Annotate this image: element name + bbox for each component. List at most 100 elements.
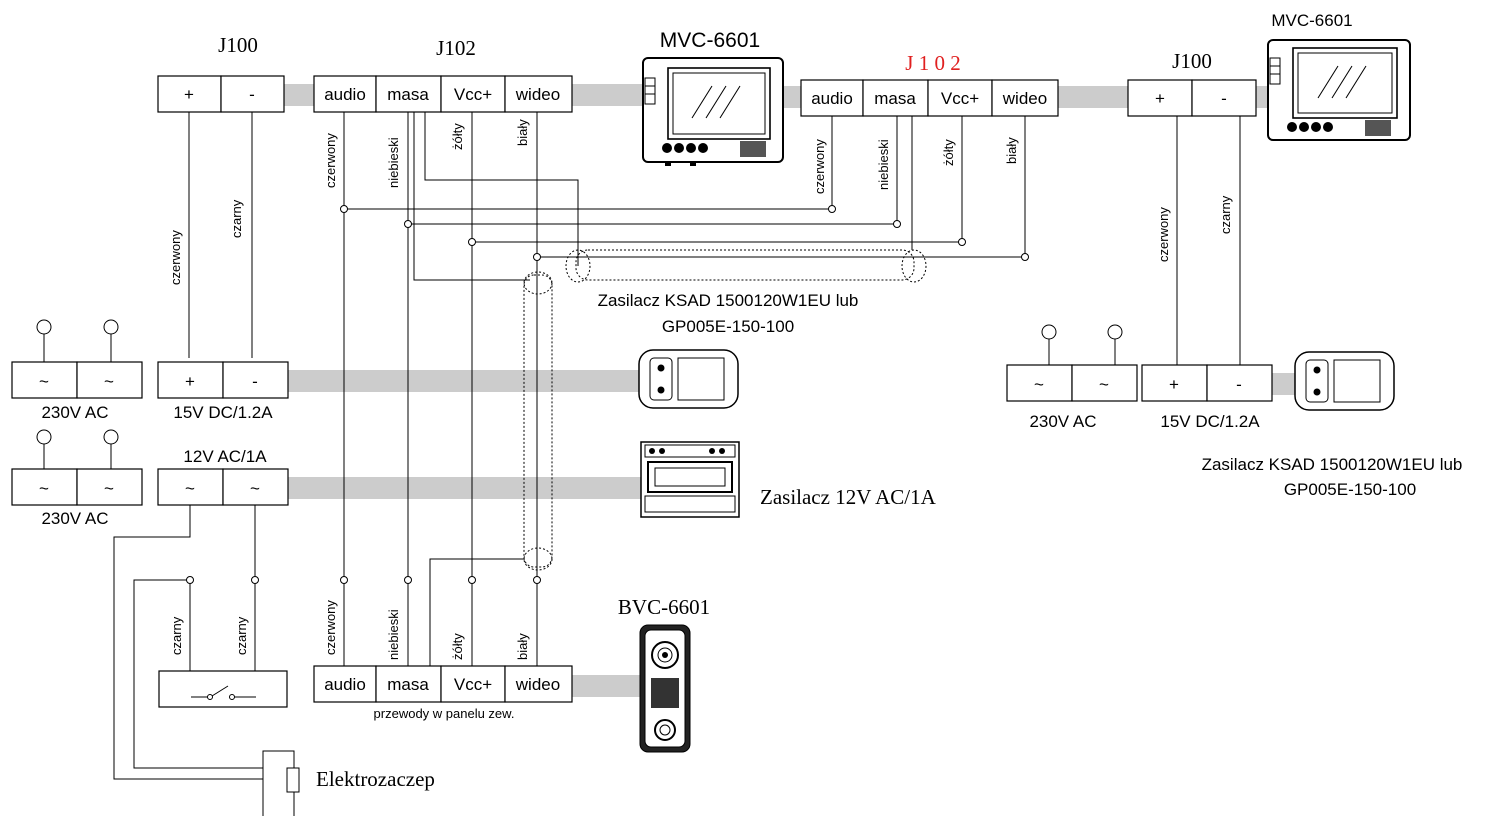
wire-label-panel-zolty: żółty: [450, 633, 465, 660]
wire-label-panel-czerwony: czerwony: [323, 600, 338, 655]
mains-plug-12v: [36, 429, 119, 469]
panel-note: przewody w panelu zew.: [374, 706, 515, 721]
j100-right-minus-label: -: [1221, 89, 1227, 108]
wire-label-j100-left-red: czerwony: [168, 230, 183, 285]
junction-dot: [404, 220, 412, 228]
cable-monitor-j102-right: [782, 86, 804, 108]
wire-label-right-niebieski: niebieski: [876, 139, 891, 190]
junction-dot: [828, 205, 836, 213]
j102-right-terminal-vcc: [927, 79, 993, 117]
dc-terminal-right-minus: [1206, 364, 1273, 402]
mains-plug-left: [36, 319, 119, 362]
j102-left-terminal-wideo: [504, 75, 573, 113]
panel-terminal-audio: [313, 665, 377, 703]
dc-right-label: 15V DC/1.2A: [1160, 412, 1260, 431]
power-adapter-left-icon: [638, 349, 739, 409]
junction-dot: [251, 576, 259, 584]
dashed-ellipse: [523, 547, 553, 571]
ac-right-label: 230V AC: [1029, 412, 1096, 431]
ac-terminal-left-2: [76, 361, 143, 399]
j100-left-terminal-plus: [157, 75, 222, 113]
junction-dot: [533, 576, 541, 584]
panel-audio: audio: [324, 675, 366, 694]
ac-left-tilde-2: ~: [104, 372, 114, 391]
din-rail-psu-icon: [640, 441, 740, 518]
dc-right-minus: -: [1236, 375, 1242, 394]
dc-left-minus: -: [252, 372, 258, 391]
junction-dot: [468, 576, 476, 584]
j100-right-title: J100: [1172, 49, 1212, 73]
wire-label-j100-right-red: czerwony: [1156, 207, 1171, 262]
j102-right-wideo: wideo: [1002, 89, 1047, 108]
wire-label-right-czerwony: czerwony: [812, 139, 827, 194]
wire-label-left-niebieski: niebieski: [386, 137, 401, 188]
cable-panel: [570, 675, 645, 697]
junction-dot: [958, 238, 966, 246]
dashed-ellipse: [901, 249, 927, 283]
j102-right-masa: masa: [874, 89, 916, 108]
psu12-caption: Zasilacz 12V AC/1A: [760, 485, 937, 509]
out-terminal-12v-2: [222, 468, 289, 506]
lock-label: Elektrozaczep: [316, 767, 435, 791]
wire-label-left-czerwony: czerwony: [323, 133, 338, 188]
wire-label-right-zolty: żółty: [941, 139, 956, 166]
wire-label-panel-niebieski: niebieski: [386, 609, 401, 660]
ac-terminal-12v-2: [76, 468, 143, 506]
j102-right-terminal-masa: [862, 79, 929, 117]
wire-label-j100-left-black: czarny: [229, 199, 244, 238]
out-12v-label: 12V AC/1A: [183, 447, 267, 466]
dashed-cable-sheath-vertical: [523, 274, 553, 568]
ac-12v-label: 230V AC: [41, 509, 108, 528]
junction-dot: [340, 576, 348, 584]
wire-label-left-zolty: żółty: [450, 123, 465, 150]
panel-wideo: wideo: [515, 675, 560, 694]
j102-left-audio: audio: [324, 85, 366, 104]
j102-left-terminal-vcc: [440, 75, 506, 113]
j102-right-audio: audio: [811, 89, 853, 108]
junction-dot: [404, 576, 412, 584]
out-12v-tilde-1: ~: [185, 479, 195, 498]
switch-icon: [158, 670, 288, 708]
monitor-right-icon: [1267, 39, 1411, 141]
monitor-right-title: MVC-6601: [1271, 11, 1352, 30]
ac-terminal-12v-1: [11, 468, 78, 506]
power-adapter-right-icon: [1294, 351, 1395, 411]
j100-left-minus-label: -: [249, 85, 255, 104]
mains-plug-right: [1041, 324, 1123, 365]
j100-left-title: J100: [218, 33, 258, 57]
dashed-ellipse: [523, 271, 553, 295]
monitor-left-title: MVC-6601: [660, 29, 760, 52]
j102-left-terminal-audio: [313, 75, 377, 113]
junction-dot: [1021, 253, 1029, 261]
wire-label-switch-black-1: czarny: [169, 616, 184, 655]
ac-12v-tilde-1: ~: [39, 479, 49, 498]
ac-right-tilde-2: ~: [1099, 375, 1109, 394]
ac-left-label: 230V AC: [41, 403, 108, 422]
out-12v-tilde-2: ~: [250, 479, 260, 498]
door-panel-icon: [639, 624, 691, 753]
j102-left-vcc: Vcc+: [454, 85, 492, 104]
dc-terminal-right-plus: [1141, 364, 1208, 402]
dc-left-label: 15V DC/1.2A: [173, 403, 273, 422]
dashed-ellipse: [565, 249, 591, 283]
cable-j102-monitor-left: [570, 84, 645, 106]
dc-right-plus: +: [1169, 375, 1179, 394]
j100-right-plus-label: +: [1155, 89, 1165, 108]
junction-dot: [186, 576, 194, 584]
cable-12v: [287, 477, 642, 499]
j102-right-vcc: Vcc+: [941, 89, 979, 108]
j102-left-masa: masa: [387, 85, 429, 104]
psu-left-note-line2: GP005E-150-100: [662, 317, 794, 336]
dc-terminal-left-minus: [222, 361, 289, 399]
cable-j100-j102-left: [284, 84, 316, 106]
panel-title: BVC-6601: [618, 595, 710, 619]
j102-right-title: J 1 0 2: [905, 51, 960, 75]
psu-left-note-line1: Zasilacz KSAD 1500120W1EU lub: [598, 291, 859, 310]
j102-left-title: J102: [436, 36, 476, 60]
junction-dot: [533, 253, 541, 261]
dashed-cable-sheath-horizontal: [575, 249, 915, 281]
ac-right-tilde-1: ~: [1034, 375, 1044, 394]
junction-dot: [340, 205, 348, 213]
cable-j102-j100-right: [1058, 86, 1130, 108]
